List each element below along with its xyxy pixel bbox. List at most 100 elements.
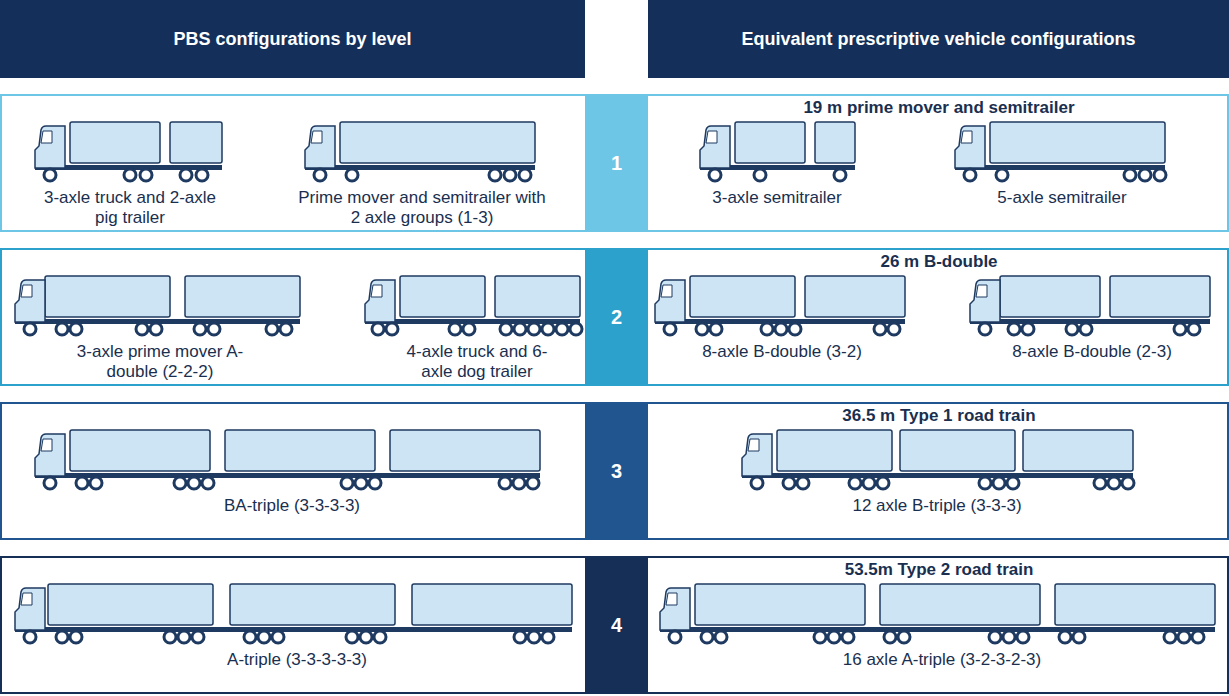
truck-illustration xyxy=(700,122,855,181)
wheel xyxy=(188,477,200,489)
vehicle-caption: 3-axle truck and 2-axle pig trailer xyxy=(43,188,218,228)
wheel xyxy=(877,477,889,489)
vehicle-caption: 3-axle prime mover A-double (2-2-2) xyxy=(70,342,250,382)
wheel xyxy=(192,631,204,643)
wheel xyxy=(1188,323,1200,335)
wheel xyxy=(1022,323,1034,335)
wheel xyxy=(272,631,284,643)
wheel xyxy=(751,477,763,489)
header-text: Equivalent prescriptive vehicle configur… xyxy=(741,29,1135,50)
truck-cab xyxy=(660,588,690,630)
wheel xyxy=(24,631,36,643)
wheel xyxy=(180,169,192,181)
trailer-body xyxy=(225,430,375,471)
wheel xyxy=(1122,477,1134,489)
truck-illustration xyxy=(660,584,1215,643)
wheel xyxy=(993,477,1005,489)
wheel xyxy=(56,631,68,643)
wheel xyxy=(863,477,875,489)
truck-cab xyxy=(365,280,395,322)
chassis xyxy=(305,165,535,170)
wheel xyxy=(834,169,846,181)
wheel xyxy=(761,323,773,335)
wheel xyxy=(1007,477,1019,489)
wheel xyxy=(542,631,554,643)
trailer-body xyxy=(340,122,535,163)
wheel xyxy=(527,477,539,489)
wheel xyxy=(519,169,531,181)
truck-cab xyxy=(955,126,985,168)
wheel xyxy=(244,631,256,643)
trailer-body xyxy=(70,122,160,163)
wheel xyxy=(346,169,358,181)
wheel xyxy=(514,631,526,643)
wheel xyxy=(1154,169,1166,181)
trailer-body xyxy=(390,430,540,471)
chassis xyxy=(15,627,572,632)
wheel xyxy=(1178,631,1190,643)
wheel xyxy=(775,323,787,335)
truck-illustration xyxy=(742,430,1134,489)
cab-window xyxy=(41,131,52,143)
row-heading: 53.5m Type 2 road train xyxy=(739,560,1139,580)
truck-cab xyxy=(700,126,730,168)
trailer-body xyxy=(400,276,485,317)
truck-illustration xyxy=(15,276,300,335)
wheel xyxy=(528,631,540,643)
wheel xyxy=(208,323,220,335)
vehicle-caption: Prime mover and semitrailer with 2 axle … xyxy=(297,188,547,228)
trailer-body xyxy=(48,584,213,625)
truck-cab xyxy=(35,434,65,476)
wheel xyxy=(754,169,766,181)
wheel xyxy=(372,323,384,335)
wheel xyxy=(124,169,136,181)
vehicle-caption: 4-axle truck and 6-axle dog trailer xyxy=(392,342,562,382)
wheel xyxy=(1059,631,1071,643)
trailer-body xyxy=(412,584,572,625)
level-badge: 3 xyxy=(585,404,648,538)
level-number: 2 xyxy=(611,306,622,329)
cab-window xyxy=(748,439,759,451)
wheel xyxy=(258,631,270,643)
trailer-body xyxy=(170,122,222,163)
wheel xyxy=(570,323,582,335)
wheel xyxy=(884,631,896,643)
trailer-body xyxy=(815,122,855,163)
wheel xyxy=(360,631,372,643)
wheel xyxy=(696,323,708,335)
cab-window xyxy=(41,439,52,451)
level-row: 3-axle truck and 2-axle pig trailer Prime… xyxy=(0,94,1229,232)
wheel xyxy=(463,323,475,335)
trailer-body xyxy=(1110,276,1210,317)
truck-illustration xyxy=(955,122,1166,181)
truck-illustration xyxy=(35,122,222,181)
wheel xyxy=(1073,631,1085,643)
trailer-body xyxy=(1055,584,1215,625)
wheel xyxy=(449,323,461,335)
trailer-body xyxy=(695,584,865,625)
cab-window xyxy=(661,285,672,297)
truck-illustration xyxy=(655,276,905,335)
truck-cab xyxy=(305,126,335,168)
header-text: PBS configurations by level xyxy=(173,29,411,50)
wheel xyxy=(669,631,681,643)
vehicle-caption: 3-axle semitrailer xyxy=(677,188,877,208)
vehicle-caption: A-triple (3-3-3-3-3) xyxy=(167,650,427,670)
level-row: 3-axle prime mover A-double (2-2-2) 4-axl… xyxy=(0,248,1229,386)
wheel xyxy=(136,323,148,335)
wheel xyxy=(797,477,809,489)
vehicle-caption: 16 axle A-triple (3-2-3-2-3) xyxy=(792,650,1092,670)
cab-window xyxy=(311,131,322,143)
row-heading: 26 m B-double xyxy=(739,252,1139,272)
cab-window xyxy=(21,285,32,297)
wheel xyxy=(150,323,162,335)
header-cell: Equivalent prescriptive vehicle configur… xyxy=(648,0,1229,78)
truck-cab xyxy=(15,588,45,630)
wheel xyxy=(174,477,186,489)
truck-illustration xyxy=(305,122,535,181)
wheel xyxy=(814,631,826,643)
wheel xyxy=(314,169,326,181)
cab-window xyxy=(371,285,382,297)
wheel xyxy=(1164,631,1176,643)
